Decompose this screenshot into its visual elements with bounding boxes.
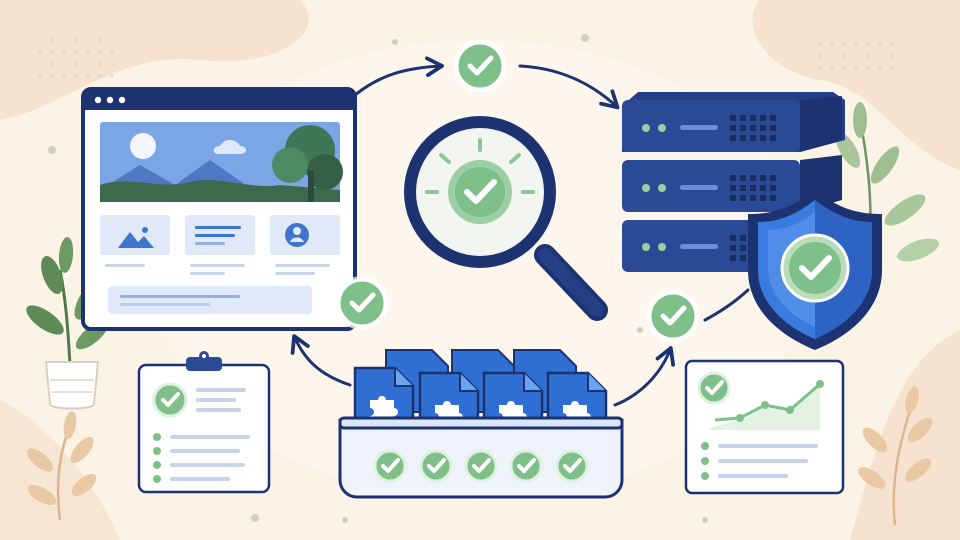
window-control-dot <box>94 96 102 104</box>
server-stack-icon <box>622 92 845 272</box>
security-shield-check-icon <box>748 190 882 350</box>
growth-chart-report-icon <box>684 359 845 495</box>
checklist-clipboard-icon <box>137 351 271 494</box>
dot-grid-left <box>38 38 114 78</box>
mountain-image-icon <box>118 232 154 248</box>
plugin-file-tray-icon <box>338 349 624 499</box>
arrow-browser-to-top-check <box>353 56 444 97</box>
check-badge-browser <box>335 276 389 330</box>
leafy-plant-right-icon <box>835 102 939 262</box>
dot-grid-right <box>818 42 894 70</box>
window-control-dot <box>106 96 114 104</box>
magnifying-glass-check-icon <box>404 116 608 321</box>
user-avatar-icon <box>285 223 309 247</box>
browser-window <box>81 87 357 331</box>
server-unit <box>622 92 845 152</box>
arrow-check-to-shield <box>703 288 750 322</box>
check-badge-server <box>646 289 700 343</box>
tray-check-badge <box>464 449 498 483</box>
flow-arrows <box>290 56 750 407</box>
landscape-image-icon <box>100 122 343 202</box>
tray-check-badge <box>509 449 543 483</box>
server-unit <box>622 155 842 212</box>
check-badge-top <box>453 39 507 93</box>
tray-check-badge <box>555 449 589 483</box>
arrow-top-check-to-server <box>518 64 620 110</box>
dry-plant-left-icon <box>26 411 97 521</box>
sparkle-dots <box>48 34 708 523</box>
tray-check-badge <box>373 449 407 483</box>
arrow-tray-to-report <box>613 346 676 407</box>
tray-check-badge <box>419 449 453 483</box>
dry-plant-right-icon <box>858 386 933 526</box>
arrow-tray-to-browser <box>290 334 352 387</box>
window-control-dot <box>118 96 126 104</box>
tray-check-badges <box>373 449 589 483</box>
